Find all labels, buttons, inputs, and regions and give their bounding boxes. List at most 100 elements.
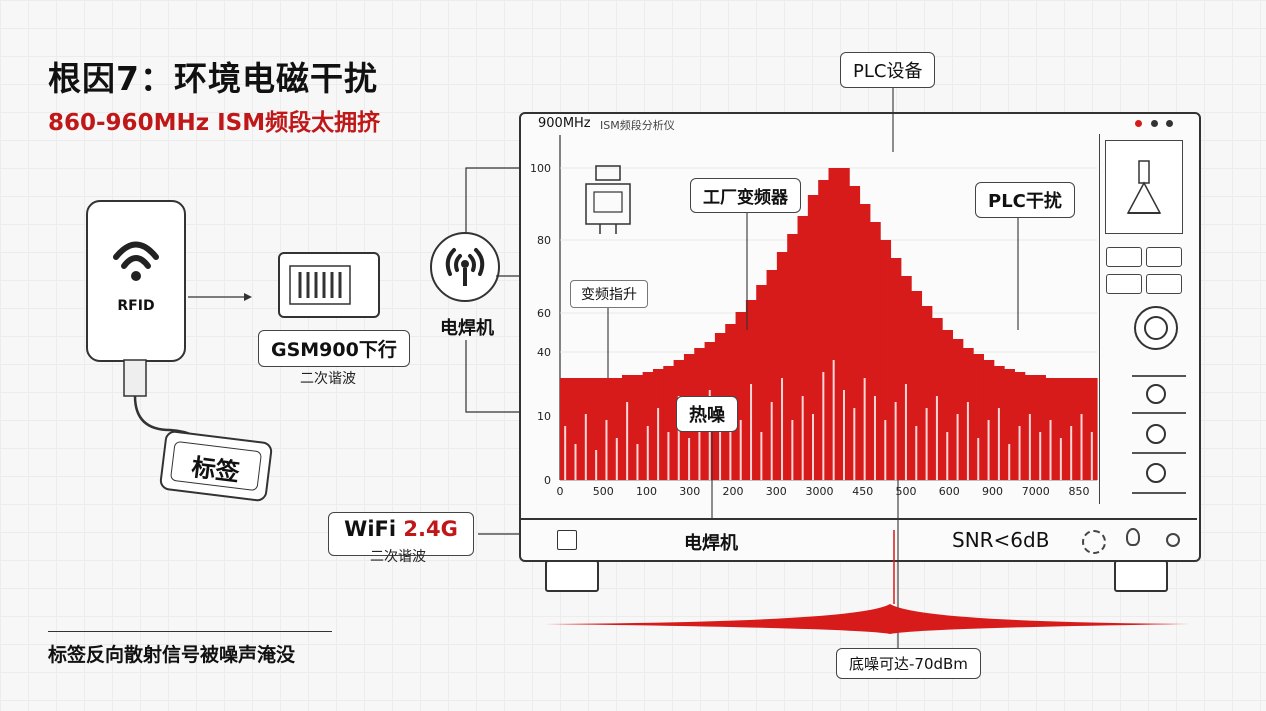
wifi-label-box: WiFi 2.4G [328,512,474,556]
spectrum-bar [828,168,840,480]
spectrum-bar [890,258,902,480]
spectrum-bar [921,306,933,480]
power-icon[interactable] [1166,533,1180,547]
knob-3[interactable] [1146,463,1166,483]
panel-button-4[interactable] [1146,274,1182,294]
panel-button-2[interactable] [1146,247,1182,267]
panel-button-3[interactable] [1106,274,1142,294]
spectrum-bar [797,216,809,480]
spectrum-bar [900,276,912,480]
y-tick-label: 60 [537,307,551,320]
spectrum-bar [942,330,954,480]
x-tick-label: 450 [852,485,873,498]
y-tick-label: 10 [537,410,551,423]
spectrum-bar [911,291,923,480]
status-light-dark-2 [1166,120,1173,127]
slider-track-1 [1132,375,1186,377]
gsm-box [278,252,380,318]
rfid-reader: RFID [86,200,186,362]
antenna-icon [445,248,485,286]
monitor-foot-left [545,560,599,592]
spectrum-bar [1035,375,1046,480]
spectrum-bar [611,378,623,480]
x-tick-label: 500 [593,485,614,498]
monitor-small-square[interactable] [557,530,577,550]
page-title: 根因7：环境电磁干扰 [48,59,378,98]
y-tick-label: 40 [537,346,551,359]
callout-noise: 热噪 [676,396,738,432]
x-tick-label: 0 [557,485,564,498]
spectrum-bar [663,366,675,480]
rfid-label: RFID [117,298,155,314]
callout-plc: PLC干扰 [975,182,1075,218]
callout-top: PLC设备 [840,52,936,88]
spectrum-bar [838,168,850,480]
gsm-sub-label: 二次谐波 [300,371,356,387]
wifi-band: 2.4G [403,517,458,541]
callout-freq: 变频指升 [570,280,648,308]
main-knob[interactable] [1134,306,1178,350]
knob-1[interactable] [1146,384,1166,404]
control-panel [1099,134,1188,504]
callout-factory: 工厂变频器 [690,178,801,213]
x-tick-label: 200 [723,485,744,498]
monitor-foot-right [1114,560,1168,592]
spectrum-bar [818,180,830,480]
spectrum-bar [1004,369,1015,480]
x-tick-label: 300 [766,485,787,498]
wifi-sub-label: 二次谐波 [370,549,426,565]
spectrum-bar [880,240,892,480]
status-light-red [1135,120,1142,127]
spectrum-bar [849,186,861,480]
panel-button-1[interactable] [1106,247,1142,267]
spectrum-bar [735,312,747,480]
spectrum-bar [1086,378,1098,480]
y-tick-label: 100 [530,162,551,175]
x-tick-label: 900 [982,485,1003,498]
monitor-bottom-welder: 电焊机 [684,533,738,554]
x-tick-label: 850 [1069,485,1090,498]
spectrum-bar [776,252,788,480]
spectrum-bar [859,204,871,480]
footer-text: 标签反向散射信号被噪声淹没 [48,644,296,666]
y-tick-label: 80 [537,234,551,247]
gear-icon[interactable] [1082,530,1106,554]
spectrum-bar [787,234,799,480]
status-light-dark-1 [1151,120,1158,127]
welder-label: 电焊机 [440,318,494,339]
spectrum-bar [952,339,964,480]
panel-display [1105,140,1183,234]
spectrum-bar [766,270,778,480]
x-tick-label: 600 [939,485,960,498]
tower-icon [1126,160,1162,214]
snr-readout: SNR<6dB [952,528,1050,552]
x-tick-label: 300 [679,485,700,498]
gsm-label: GSM900下行 [258,330,410,367]
slider-track-3 [1132,452,1186,454]
spectrum-bar [570,378,582,480]
spectrum-bar [756,285,768,480]
knob-2[interactable] [1146,424,1166,444]
grille-icon [289,265,351,305]
pin-icon[interactable] [1126,528,1140,546]
footer-rule [48,631,332,632]
spectrum-bar [807,195,819,480]
monitor-bottom-bar [521,518,1197,520]
spectrum-bar [590,378,602,480]
spectrum-bar [869,222,881,480]
welder-icon-circle [430,232,500,302]
spectrum-bar [973,354,985,480]
slider-track-2 [1132,412,1186,414]
monitor-header-subtitle: ISM频段分析仪 [600,119,675,132]
spectrum-bar [1055,378,1067,480]
x-tick-label: 500 [896,485,917,498]
y-tick-label: 0 [544,474,551,487]
wifi-label: WiFi [344,517,397,541]
monitor-header-title: 900MHz [538,116,591,131]
page-subtitle: 860-960MHz ISM频段太拥挤 [48,110,381,136]
spectrum-bar [632,375,644,480]
callout-floor: 底噪可达-70dBm [836,648,981,679]
x-tick-label: 100 [636,485,657,498]
slider-track-4 [1132,492,1186,494]
